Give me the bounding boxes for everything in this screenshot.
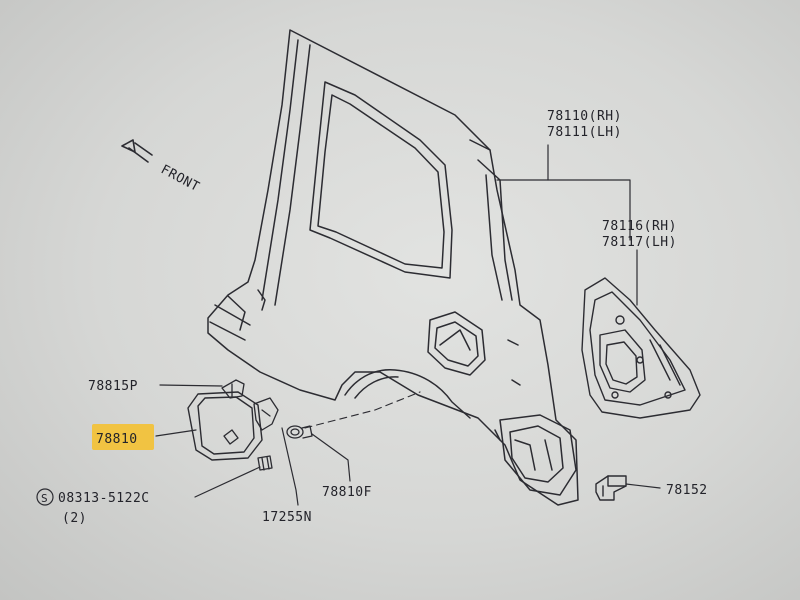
lid-bracket-part <box>221 379 245 399</box>
standard-part-icon <box>36 488 54 506</box>
part-label-78117[interactable]: 78117(LH) <box>602 235 677 250</box>
leader-lines <box>155 144 661 506</box>
part-label-17255n[interactable]: 17255N <box>262 510 312 525</box>
part-label-78810f[interactable]: 78810F <box>322 485 372 500</box>
part-label-78815p[interactable]: 78815P <box>88 379 138 394</box>
hinge-part <box>253 397 279 431</box>
part-label-78152[interactable]: 78152 <box>666 483 708 498</box>
assembly-dashed-line <box>304 391 421 429</box>
part-number-highlight <box>92 424 154 450</box>
part-label-78810[interactable]: 78810 <box>96 432 138 447</box>
bracket-part <box>595 475 627 501</box>
front-label: FRONT <box>158 162 202 195</box>
part-label-78111[interactable]: 78111(LH) <box>547 125 622 140</box>
grommet-part <box>286 425 313 439</box>
fuel-lid-part <box>187 391 263 461</box>
part-quantity: (2) <box>62 511 87 526</box>
part-label-78110[interactable]: 78110(RH) <box>547 109 622 124</box>
side-body-panel <box>207 29 579 506</box>
part-label-08313-5122c[interactable]: 08313-5122C <box>58 491 150 506</box>
front-arrow-icon <box>121 139 153 163</box>
screw-part <box>257 455 273 471</box>
standard-part-symbol: S <box>41 492 48 505</box>
part-label-78116[interactable]: 78116(RH) <box>602 219 677 234</box>
inner-panel-part <box>581 277 701 419</box>
